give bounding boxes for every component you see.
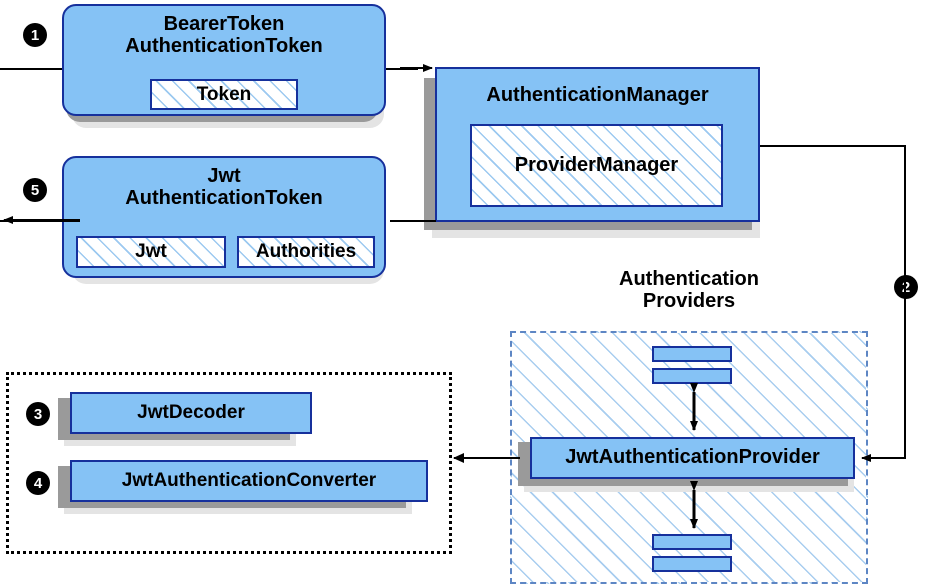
node-jwt-decoder[interactable]: JwtDecoder (70, 392, 312, 434)
node-jwt-authentication-provider[interactable]: JwtAuthenticationProvider (530, 437, 855, 479)
node-bearer-token-authentication-token[interactable]: BearerToken AuthenticationToken (62, 4, 386, 116)
authentication-providers-label-line1: Authentication (619, 268, 759, 290)
jwt-token-title-line1: Jwt (207, 165, 241, 187)
jwt-provider-label: JwtAuthenticationProvider (565, 446, 820, 469)
badge-step-3-number: 3 (33, 405, 43, 423)
authentication-providers-label-line2: Providers (642, 290, 736, 313)
badge-step-1-number: 1 (30, 26, 40, 44)
badge-step-5-number: 5 (30, 181, 40, 199)
badge-step-2: 2 (894, 275, 918, 299)
bearer-token-title-line1: BearerToken (163, 13, 285, 35)
provider-stub-top-2[interactable] (652, 368, 732, 384)
bearer-token-title-line2: AuthenticationToken (125, 34, 323, 57)
provider-stub-bottom-2[interactable] (652, 556, 732, 572)
badge-step-5: 5 (23, 178, 47, 202)
jwt-token-inner-authorities-label: Authorities (255, 241, 357, 262)
authentication-providers-label: Authentication Providers (600, 268, 778, 313)
node-jwt-token-inner-authorities[interactable]: Authorities (237, 236, 375, 268)
badge-step-1: 1 (23, 23, 47, 47)
manager-to-jwt-token-line (390, 220, 436, 222)
outgoing-response-line (0, 220, 80, 222)
jwt-decoder-label: JwtDecoder (137, 401, 245, 423)
jwt-token-inner-jwt-label: Jwt (135, 241, 167, 262)
auth-manager-title: AuthenticationManager (486, 84, 709, 106)
jwt-converter-label: JwtAuthenticationConverter (121, 469, 377, 491)
provider-manager-label: ProviderManager (514, 154, 679, 176)
node-bearer-token-inner-token[interactable]: Token (150, 79, 298, 110)
provider-stub-bottom-1[interactable] (652, 534, 732, 550)
jwt-token-title-line2: AuthenticationToken (125, 186, 323, 209)
node-provider-manager[interactable]: ProviderManager (470, 124, 723, 207)
badge-step-3: 3 (26, 402, 50, 426)
bearer-token-inner-label: Token (196, 83, 252, 105)
badge-step-4: 4 (26, 471, 50, 495)
jwt-support-beans-region (6, 372, 452, 554)
provider-stub-top-1[interactable] (652, 346, 732, 362)
badge-step-4-number: 4 (33, 474, 43, 492)
badge-step-2-number: 2 (901, 278, 911, 296)
node-jwt-authentication-converter[interactable]: JwtAuthenticationConverter (70, 460, 428, 502)
node-jwt-token-inner-jwt[interactable]: Jwt (76, 236, 226, 268)
